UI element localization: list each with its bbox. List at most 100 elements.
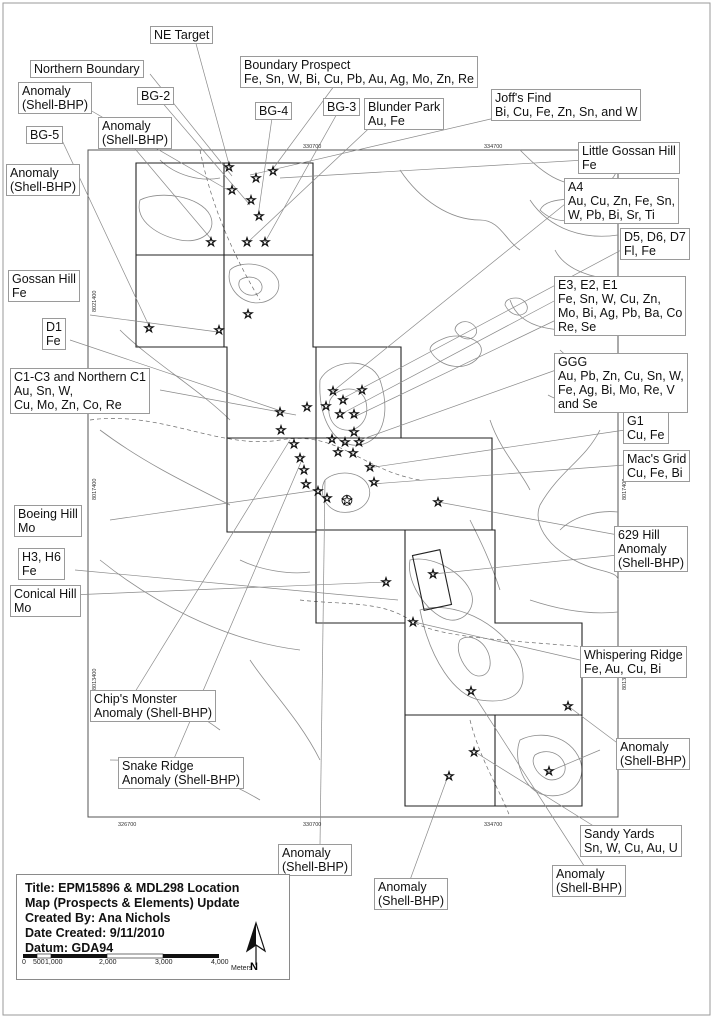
tenement-blocks — [135, 162, 583, 807]
label-snake-ridge: Snake Ridge Anomaly (Shell-BHP) — [118, 757, 245, 789]
prospect-star: ☆ — [227, 183, 238, 197]
coord-bottom-3: 334700 — [484, 822, 502, 828]
label-bg-4: BG-4 — [255, 102, 293, 120]
prospect-star: ☆ — [268, 164, 279, 178]
label-blunder-park: Blunder Park Au, Fe — [364, 98, 445, 130]
date-created: Date Created: 9/11/2010 — [25, 926, 165, 940]
scale-unit: Meters — [231, 965, 253, 972]
label-anomaly-shell-bhp-3: Anomaly (Shell-BHP) — [6, 164, 80, 196]
prospect-star: ☆ — [243, 307, 254, 321]
coord-bottom-2: 330700 — [303, 822, 321, 828]
label-h3-h6: H3, H6 Fe — [18, 548, 65, 580]
prospect-star: ☆ — [563, 699, 574, 713]
prospect-star: ☆ — [254, 209, 265, 223]
prospect-star: ☆ — [289, 437, 300, 451]
prospect-star: ☆ — [348, 446, 359, 460]
prospect-star: ☆ — [144, 321, 155, 335]
coord-top-2: 330700 — [303, 144, 321, 150]
label-whispering-ridge: Whispering Ridge Fe, Au, Cu, Bi — [580, 646, 687, 678]
label-boundary-prospect: Boundary Prospect Fe, Sn, W, Bi, Cu, Pb,… — [240, 56, 478, 88]
prospect-star: ☆ — [276, 423, 287, 437]
prospect-star: ☆ — [251, 171, 262, 185]
created-by: Created By: Ana Nichols — [25, 911, 171, 925]
prospect-star: ☆ — [224, 160, 235, 174]
coord-bottom-1: 326700 — [118, 822, 136, 828]
coord-top-3: 334700 — [484, 144, 502, 150]
prospect-star: ☆ — [340, 435, 351, 449]
label-chips-monster: Chip's Monster Anomaly (Shell-BHP) — [90, 690, 217, 722]
coord-side-3: 8013400 — [92, 669, 98, 690]
coord-side-right-2: 8017400 — [622, 479, 628, 500]
label-bg-3: BG-3 — [323, 98, 361, 116]
label-anomaly-shell-bhp-1: Anomaly (Shell-BHP) — [18, 82, 92, 114]
label-gossan-hill: Gossan Hill Fe — [8, 270, 80, 302]
label-little-gossan-hill: Little Gossan Hill Fe — [578, 142, 680, 174]
prospect-star: ☆ — [246, 193, 257, 207]
coord-side-2: 8017400 — [92, 479, 98, 500]
prospect-star: ☆ — [444, 769, 455, 783]
label-anomaly-shell-bhp-4: Anomaly (Shell-BHP) — [616, 738, 690, 770]
label-anomaly-shell-bhp-6: Anomaly (Shell-BHP) — [552, 865, 626, 897]
prospect-star: ☆ — [433, 495, 444, 509]
prospect-star: ☆ — [466, 684, 477, 698]
prospect-star: ☆ — [313, 484, 324, 498]
title-line-2: Map (Prospects & Elements) Update — [25, 896, 240, 910]
prospect-star: ☆ — [369, 475, 380, 489]
prospect-star: ☆ — [327, 432, 338, 446]
label-anomaly-shell-bhp-5: Anomaly (Shell-BHP) — [278, 844, 352, 876]
label-c1-c3: C1-C3 and Northern C1 Au, Sn, W, Cu, Mo,… — [10, 368, 151, 414]
scale-tick-0: 0 — [22, 959, 26, 966]
prospect-star: ☆ — [365, 460, 376, 474]
prospect-star: ☆ — [214, 323, 225, 337]
prospect-star: ☆ — [335, 407, 346, 421]
prospect-star: ☆ — [295, 451, 306, 465]
scale-tick-4000: 4,000 — [211, 959, 229, 966]
scale-bar — [23, 953, 219, 959]
map-frame-border — [87, 149, 619, 818]
title-block: Title: EPM15896 & MDL298 Location Map (P… — [16, 874, 290, 980]
title-line-1: Title: EPM15896 & MDL298 Location — [25, 881, 240, 895]
coord-side-right-3: 8013400 — [622, 669, 628, 690]
prospect-star: ☆ — [357, 383, 368, 397]
prospect-star: ☆ — [544, 764, 555, 778]
label-bg-5: BG-5 — [26, 126, 64, 144]
prospect-star: ☆ — [381, 575, 392, 589]
prospect-star: ☆ — [299, 463, 310, 477]
label-ggg: GGG Au, Pb, Zn, Cu, Sn, W, Fe, Ag, Bi, M… — [554, 353, 688, 413]
prospect-star: ☆ — [354, 435, 365, 449]
prospect-star: ☆ — [275, 405, 286, 419]
prospect-star: ☆ — [260, 235, 271, 249]
prospect-star: ☆ — [302, 400, 313, 414]
prospect-star: ☆ — [242, 235, 253, 249]
label-g1: G1 Cu, Fe — [623, 412, 669, 444]
scale-tick-1000: 1,000 — [45, 959, 63, 966]
label-629-hill: 629 Hill Anomaly (Shell-BHP) — [614, 526, 688, 572]
label-d5-d6-d7: D5, D6, D7 Fl, Fe — [620, 228, 690, 260]
prospect-markers: ☆ ☆ ☆ ☆ ☆ ☆ ☆ ☆ ☆ ☆ ☆ ☆ ☆ ☆ ☆ ☆ ☆ ☆ ☆ ☆ … — [143, 160, 574, 784]
label-a4: A4 Au, Cu, Zn, Fe, Sn, W, Pb, Bi, Sr, Ti — [564, 178, 679, 224]
label-northern-boundary: Northern Boundary — [30, 60, 144, 78]
prospect-star: ☆ — [333, 445, 344, 459]
label-e3-e2-e1: E3, E2, E1 Fe, Sn, W, Cu, Zn, Mo, Bi, Ag… — [554, 276, 687, 336]
scale-tick-3000: 3,000 — [155, 959, 173, 966]
prospect-star: ✪ — [342, 494, 353, 509]
scale-tick-500: 500 — [33, 959, 45, 966]
prospect-star: ☆ — [408, 615, 419, 629]
label-d1: D1 Fe — [42, 318, 66, 350]
prospect-star: ☆ — [321, 399, 332, 413]
datum: Datum: GDA94 — [25, 941, 114, 955]
label-boeing-hill: Boeing Hill Mo — [14, 505, 82, 537]
label-anomaly-shell-bhp-2: Anomaly (Shell-BHP) — [98, 117, 172, 149]
label-sandy-yards: Sandy Yards Sn, W, Cu, Au, U — [580, 825, 682, 857]
scale-tick-2000: 2,000 — [99, 959, 117, 966]
prospect-star: ☆ — [428, 567, 439, 581]
north-label: N — [250, 961, 258, 973]
prospect-star: ☆ — [328, 384, 339, 398]
label-anomaly-shell-bhp-7: Anomaly (Shell-BHP) — [374, 878, 448, 910]
prospect-star: ☆ — [349, 407, 360, 421]
drainage-lines — [89, 149, 619, 818]
label-joffs-find: Joff's Find Bi, Cu, Fe, Zn, Sn, and W — [491, 89, 642, 121]
label-ne-target: NE Target — [150, 26, 214, 44]
coord-side-1: 8021400 — [92, 291, 98, 312]
